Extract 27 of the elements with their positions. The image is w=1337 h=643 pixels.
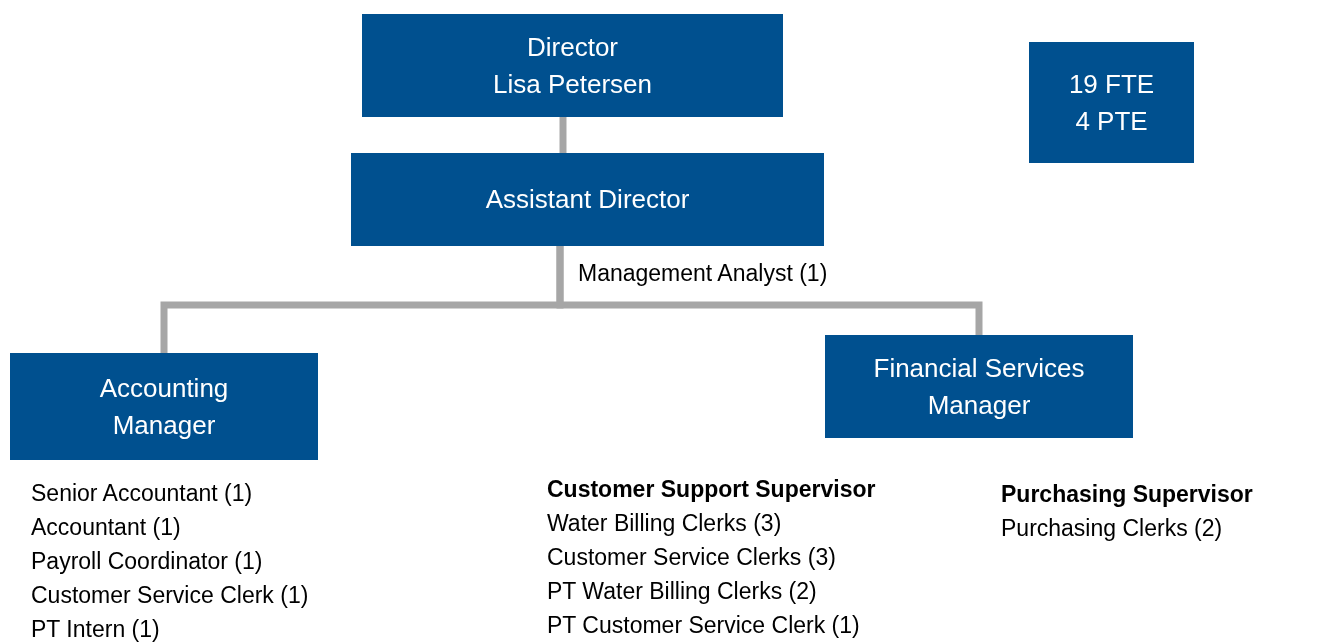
connector-line <box>559 117 567 153</box>
supervisor-heading: Customer Support Supervisor <box>547 476 876 504</box>
role-title: Lisa Petersen <box>493 67 652 101</box>
staff-position: PT Customer Service Clerk (1) <box>547 612 860 640</box>
staff-position: Accountant (1) <box>31 514 181 542</box>
role-title: Financial Services Manager <box>872 352 1086 422</box>
role-title: 4 PTE <box>1075 104 1148 138</box>
staff-position: Management Analyst (1) <box>578 260 828 288</box>
connector-line <box>556 246 983 335</box>
role-title: Director <box>527 31 618 65</box>
role-box <box>825 335 1133 438</box>
role-box <box>10 353 318 460</box>
staff-position: Customer Service Clerks (3) <box>547 544 836 572</box>
role-title: Accounting Manager <box>98 372 230 442</box>
staff-position: Purchasing Clerks (2) <box>1001 515 1223 543</box>
role-title: 19 FTE <box>1068 68 1155 102</box>
staff-position: Senior Accountant (1) <box>31 480 253 508</box>
staff-position: Customer Service Clerk (1) <box>31 582 309 610</box>
role-box <box>351 153 824 246</box>
role-box <box>1029 42 1194 163</box>
staff-position: Payroll Coordinator (1) <box>31 548 263 576</box>
supervisor-heading: Purchasing Supervisor <box>1001 481 1253 509</box>
staff-position: PT Water Billing Clerks (2) <box>547 578 817 606</box>
role-title: Assistant Director <box>485 183 690 217</box>
staff-position: PT Intern (1) <box>31 616 160 643</box>
role-box <box>362 14 783 117</box>
staff-position: Water Billing Clerks (3) <box>547 510 782 538</box>
